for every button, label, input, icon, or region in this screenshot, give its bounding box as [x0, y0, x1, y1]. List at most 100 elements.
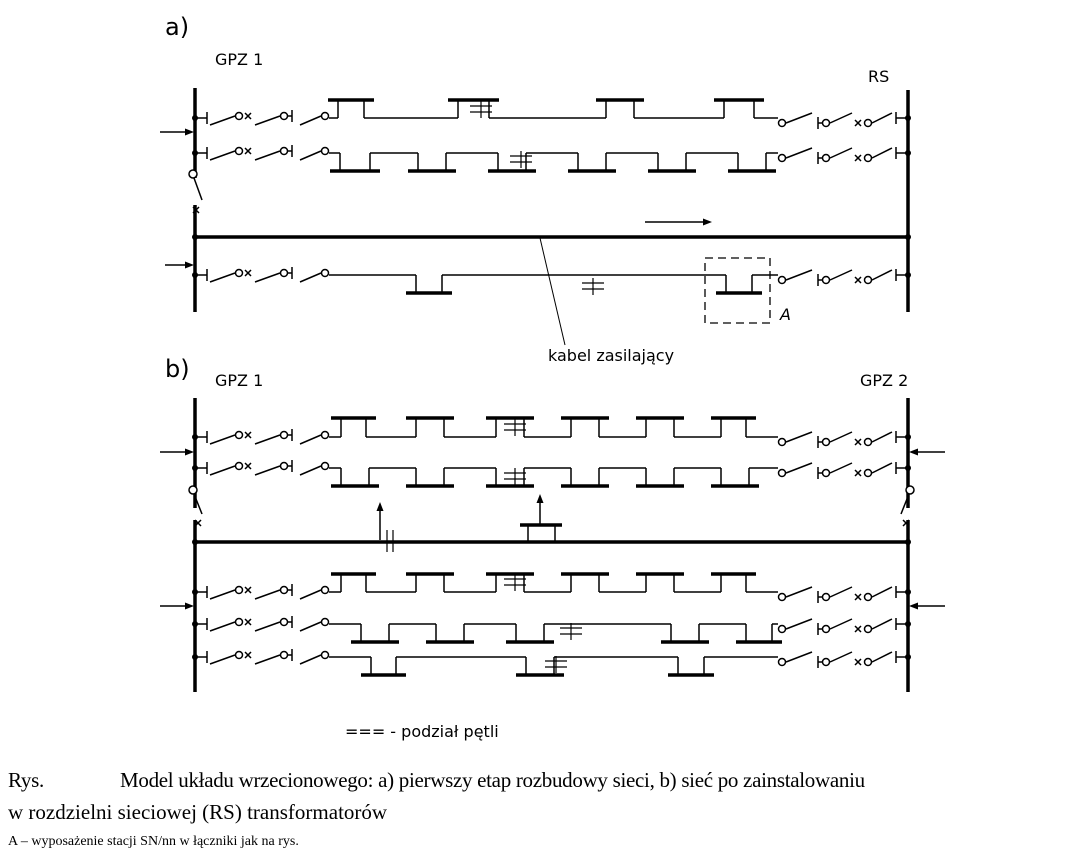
- switch-contact-icon: [320, 461, 330, 471]
- breaker-mark-icon: [244, 618, 252, 626]
- line: [785, 147, 813, 159]
- box-a-label: A: [779, 305, 791, 324]
- line: [785, 269, 813, 281]
- switch-contact-icon: [863, 468, 873, 478]
- line: [871, 618, 893, 630]
- switch-contact-icon: [279, 617, 289, 627]
- line: [829, 462, 853, 474]
- arrow-head-icon: [909, 602, 918, 610]
- breaker-mark-icon: [244, 462, 252, 470]
- line: [299, 589, 322, 600]
- switch-contact-icon: [863, 437, 873, 447]
- junction-dot: [905, 234, 911, 240]
- junction-dot: [192, 234, 198, 240]
- line: [209, 621, 236, 632]
- breaker-mark-icon: [244, 112, 252, 120]
- line: [785, 462, 813, 474]
- line: [209, 150, 236, 161]
- switch-contact-icon: [320, 146, 330, 156]
- line: [209, 654, 236, 665]
- breaker-mark-icon: [902, 519, 910, 527]
- line: [254, 150, 281, 161]
- arrow-head-icon: [376, 502, 384, 511]
- line: [254, 115, 281, 126]
- line: [829, 269, 853, 281]
- breaker-mark-icon: [192, 206, 200, 214]
- switch-contact-icon: [234, 146, 244, 156]
- line: [871, 462, 893, 474]
- coupler-switch: [193, 493, 203, 515]
- switch-contact-icon: [234, 461, 244, 471]
- switch-contact-icon: [279, 461, 289, 471]
- switch-contact-icon: [777, 275, 787, 285]
- line: [871, 651, 893, 663]
- switch-contact-icon: [234, 268, 244, 278]
- switch-contact-icon: [279, 268, 289, 278]
- switch-contact-icon: [777, 592, 787, 602]
- switch-contact-icon: [821, 275, 831, 285]
- arrow-head-icon: [703, 218, 712, 226]
- switch-contact-icon: [821, 624, 831, 634]
- switch-contact-icon: [777, 153, 787, 163]
- switch-contact-icon: [863, 275, 873, 285]
- arrow-head-icon: [536, 494, 544, 503]
- line: [829, 112, 853, 124]
- breaker-mark-icon: [194, 519, 202, 527]
- line: [299, 621, 322, 632]
- breaker-mark-icon: [854, 276, 862, 284]
- switch-contact-icon: [777, 118, 787, 128]
- line: [209, 115, 236, 126]
- breaker-mark-icon: [244, 586, 252, 594]
- line: [871, 112, 893, 124]
- line: [785, 651, 813, 663]
- switch-contact-icon: [863, 153, 873, 163]
- line: [871, 269, 893, 281]
- switch-contact-icon: [234, 111, 244, 121]
- part-b-label: b): [165, 355, 190, 383]
- switch-contact-icon: [863, 592, 873, 602]
- coupler-contact-icon: [188, 169, 198, 179]
- line: [254, 272, 281, 283]
- switch-contact-icon: [863, 118, 873, 128]
- station-box-a: [704, 257, 771, 324]
- switch-contact-icon: [777, 657, 787, 667]
- switch-contact-icon: [234, 585, 244, 595]
- coupler-contact-icon: [905, 485, 915, 495]
- caption-line-2: w rozdzielni sieciowej (RS) transformato…: [8, 800, 388, 824]
- switch-contact-icon: [777, 468, 787, 478]
- line: [254, 621, 281, 632]
- line: [209, 434, 236, 445]
- part-a-label: a): [165, 13, 189, 41]
- arrow-head-icon: [185, 128, 194, 136]
- switch-contact-icon: [279, 650, 289, 660]
- line: [829, 431, 853, 443]
- line: [254, 589, 281, 600]
- breaker-mark-icon: [854, 469, 862, 477]
- line: [209, 589, 236, 600]
- line: [829, 618, 853, 630]
- switch-contact-icon: [320, 111, 330, 121]
- caption-prefix: Rys.: [8, 768, 44, 792]
- switch-contact-icon: [821, 153, 831, 163]
- line: [254, 654, 281, 665]
- line: [254, 465, 281, 476]
- coupler-switch: [900, 493, 910, 515]
- switch-contact-icon: [777, 624, 787, 634]
- line: [299, 150, 322, 161]
- line: [299, 654, 322, 665]
- switch-contact-icon: [279, 585, 289, 595]
- legend-loop-split: === - podział pętli: [345, 722, 499, 741]
- coupler-switch: [193, 177, 203, 201]
- diagram-lines: [160, 88, 945, 692]
- breaker-mark-icon: [854, 119, 862, 127]
- breaker-mark-icon: [854, 625, 862, 633]
- line: [829, 586, 853, 598]
- switch-contact-icon: [320, 430, 330, 440]
- part-b-left-station-label: GPZ 1: [215, 371, 263, 390]
- line: [299, 272, 322, 283]
- switch-contact-icon: [821, 468, 831, 478]
- switch-contact-icon: [279, 146, 289, 156]
- breaker-mark-icon: [854, 438, 862, 446]
- line: [209, 465, 236, 476]
- line: [299, 115, 322, 126]
